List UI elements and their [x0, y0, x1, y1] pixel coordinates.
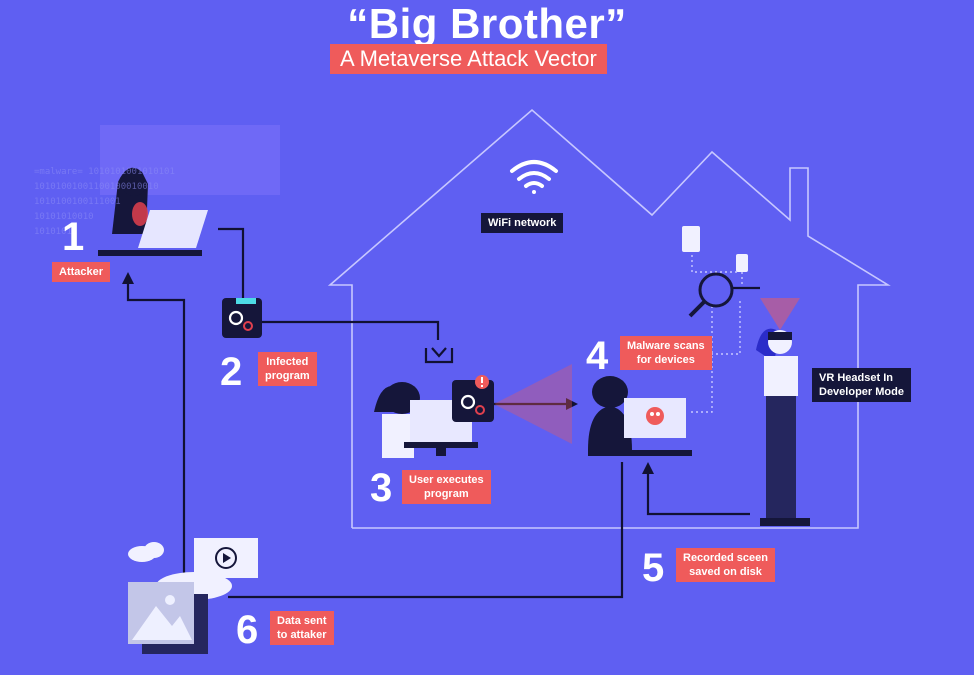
step-6-number: 6 [236, 608, 259, 652]
attacker-figure [98, 167, 208, 256]
step-6-label: Data sent to attaker [270, 611, 334, 645]
vr-beam [760, 298, 800, 330]
step-3-number: 3 [370, 466, 393, 510]
house-outline [327, 108, 891, 529]
page-subtitle: A Metaverse Attack Vector [330, 44, 607, 74]
vr-user-figure [756, 328, 810, 526]
running-program-icon [452, 375, 494, 422]
link-victim-to-disk [228, 462, 624, 599]
wifi-label: WiFi network [481, 213, 564, 233]
magnifier-icon [688, 272, 734, 318]
flow-lines [126, 227, 760, 599]
step-5-label: Recorded sceen saved on disk [676, 548, 775, 582]
victim-figure [588, 376, 692, 456]
dotted-connectors [690, 250, 743, 413]
image-icon [128, 582, 208, 654]
step-4-label: Malware scans for devices [620, 336, 712, 370]
wifi-icon [510, 160, 558, 194]
step-3-label: User executes program [402, 470, 491, 504]
step-1-number: 1 [62, 215, 85, 259]
skull-icon [646, 407, 664, 425]
link-attacker-to-program [218, 227, 245, 300]
play-icon [215, 547, 237, 569]
link-program-to-user [262, 320, 440, 340]
link-data-to-attacker [126, 280, 186, 575]
step-5-number: 5 [642, 546, 665, 590]
step-1-label: Attacker [52, 262, 111, 282]
vr-headset-label: VR Headset In Developer Mode [812, 368, 911, 402]
phone-icon [682, 226, 748, 272]
arrowheads [122, 272, 654, 474]
step-4-number: 4 [586, 334, 609, 378]
link-vr-to-victim [646, 470, 750, 516]
video-window [194, 538, 258, 578]
page-title: “Big Brother” [347, 0, 627, 47]
download-icon [424, 347, 454, 364]
step-2-label: Infected program [258, 352, 317, 386]
malware-binary-text: =malware= 1010101001010101 1010100100110… [34, 167, 175, 237]
infected-program-icon [222, 298, 262, 338]
step-2-number: 2 [220, 350, 243, 394]
user-figure [374, 382, 478, 458]
scan-beam [494, 364, 572, 444]
